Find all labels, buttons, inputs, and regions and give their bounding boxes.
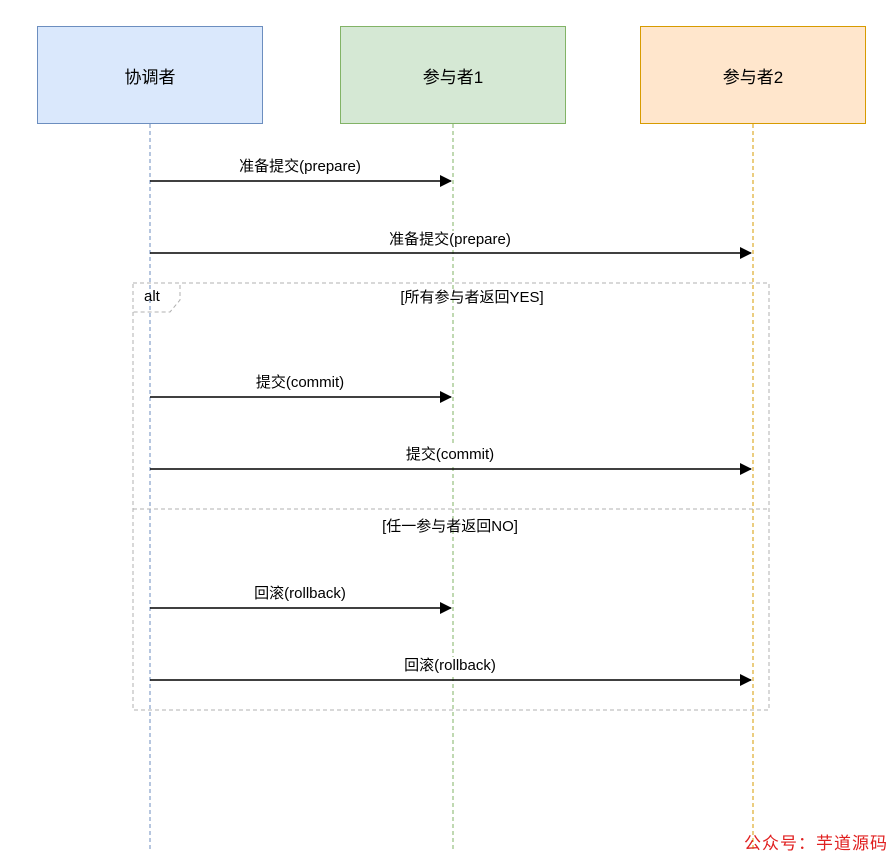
- guard-any-no: [任一参与者返回NO]: [382, 518, 518, 535]
- guard-all-yes: [所有参与者返回YES]: [400, 289, 544, 306]
- alt-fragment-tag-box: [133, 282, 181, 313]
- coordinator-label: 协调者: [124, 67, 176, 87]
- watermark-text: 公众号：芋道源码: [744, 834, 888, 854]
- participant1-label: 参与者1: [422, 67, 484, 87]
- commit-label-1: 提交(commit): [253, 374, 347, 392]
- rollback-label-2: 回滚(rollback): [402, 657, 498, 675]
- prepare-label-1: 准备提交(prepare): [237, 158, 363, 176]
- participant2-box: 参与者2: [640, 26, 866, 124]
- commit-label-2: 提交(commit): [403, 446, 497, 464]
- alt-fragment-frame: [132, 282, 770, 711]
- alt-fragment-tag: alt: [144, 288, 160, 305]
- rollback-label-1: 回滚(rollback): [252, 585, 348, 603]
- prepare-label-2: 准备提交(prepare): [387, 231, 513, 249]
- participant2-label: 参与者2: [722, 67, 784, 87]
- participant1-box: 参与者1: [340, 26, 566, 124]
- coordinator-box: 协调者: [37, 26, 263, 124]
